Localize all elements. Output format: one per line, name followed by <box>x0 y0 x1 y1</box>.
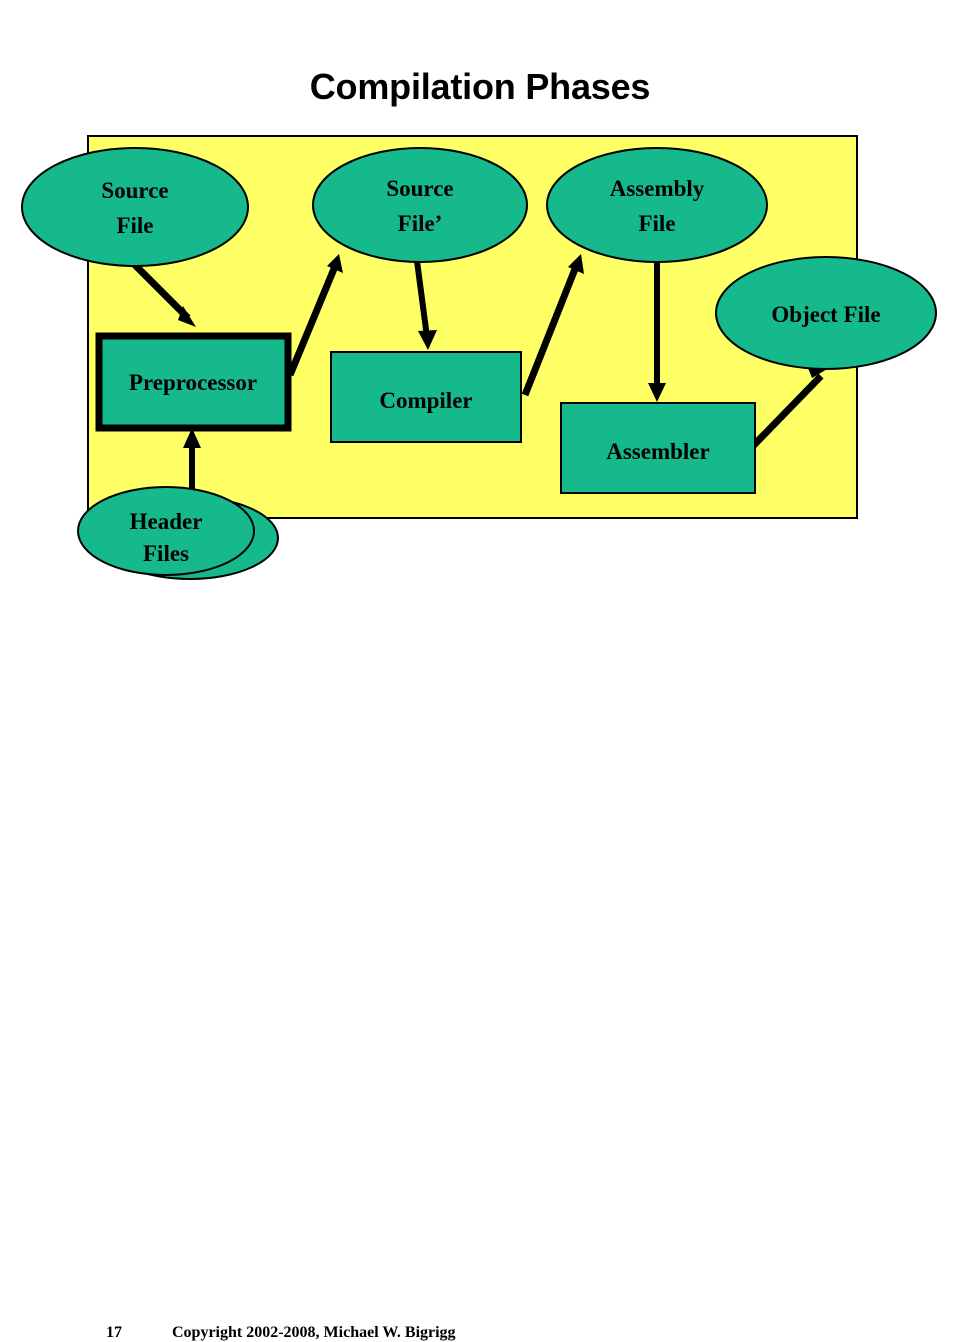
arrow-source-file-prime-to-compiler <box>414 260 437 350</box>
node-label-preprocessor: Preprocessor <box>129 370 257 395</box>
node-compiler[interactable]: Compiler <box>330 351 522 443</box>
arrow-preprocessor-to-source-file-prime <box>286 254 343 377</box>
copyright-notice: Copyright 2002-2008, Michael W. Bigrigg <box>172 1324 456 1341</box>
arrow-assembly-file-to-assembler <box>648 263 666 402</box>
slide-footer: 17 Copyright 2002-2008, Michael W. Bigri… <box>0 660 960 1341</box>
arrow-source-file-to-preprocessor <box>128 258 196 327</box>
node-label-header-files-line1: Header <box>130 509 203 534</box>
node-source-file[interactable]: Source File <box>21 147 249 267</box>
node-label-compiler: Compiler <box>379 388 472 413</box>
node-label-header-files-line2: Files <box>143 541 189 566</box>
node-preprocessor[interactable]: Preprocessor <box>95 332 292 432</box>
page-number: 17 <box>106 1324 122 1341</box>
node-label-source-file-line2: File <box>116 213 153 238</box>
node-label-assembler: Assembler <box>606 439 709 464</box>
slide-canvas: Compilation Phases <box>0 66 960 1341</box>
node-label-assembly-file-line2: File <box>638 211 675 236</box>
node-label-source-file-line1: Source <box>101 178 168 203</box>
arrow-compiler-to-assembly-file <box>521 254 584 397</box>
node-assembly-file[interactable]: Assembly File <box>546 147 768 263</box>
node-object-file[interactable]: Object File <box>715 256 937 370</box>
node-label-source-file-prime-line2: File’ <box>398 211 443 236</box>
page-title: Compilation Phases <box>309 66 651 107</box>
node-label-assembly-file-line1: Assembly <box>610 176 705 201</box>
arrow-header-files-to-preprocessor <box>183 428 201 490</box>
node-source-file-prime[interactable]: Source File’ <box>312 147 528 263</box>
node-header-files[interactable]: Header Files <box>77 486 255 576</box>
compilation-phases-diagram: Header Files Source File Source File’ As… <box>21 135 937 580</box>
node-label-source-file-prime-line1: Source <box>386 176 453 201</box>
node-assembler[interactable]: Assembler <box>560 402 756 494</box>
node-label-object-file: Object File <box>771 302 880 327</box>
